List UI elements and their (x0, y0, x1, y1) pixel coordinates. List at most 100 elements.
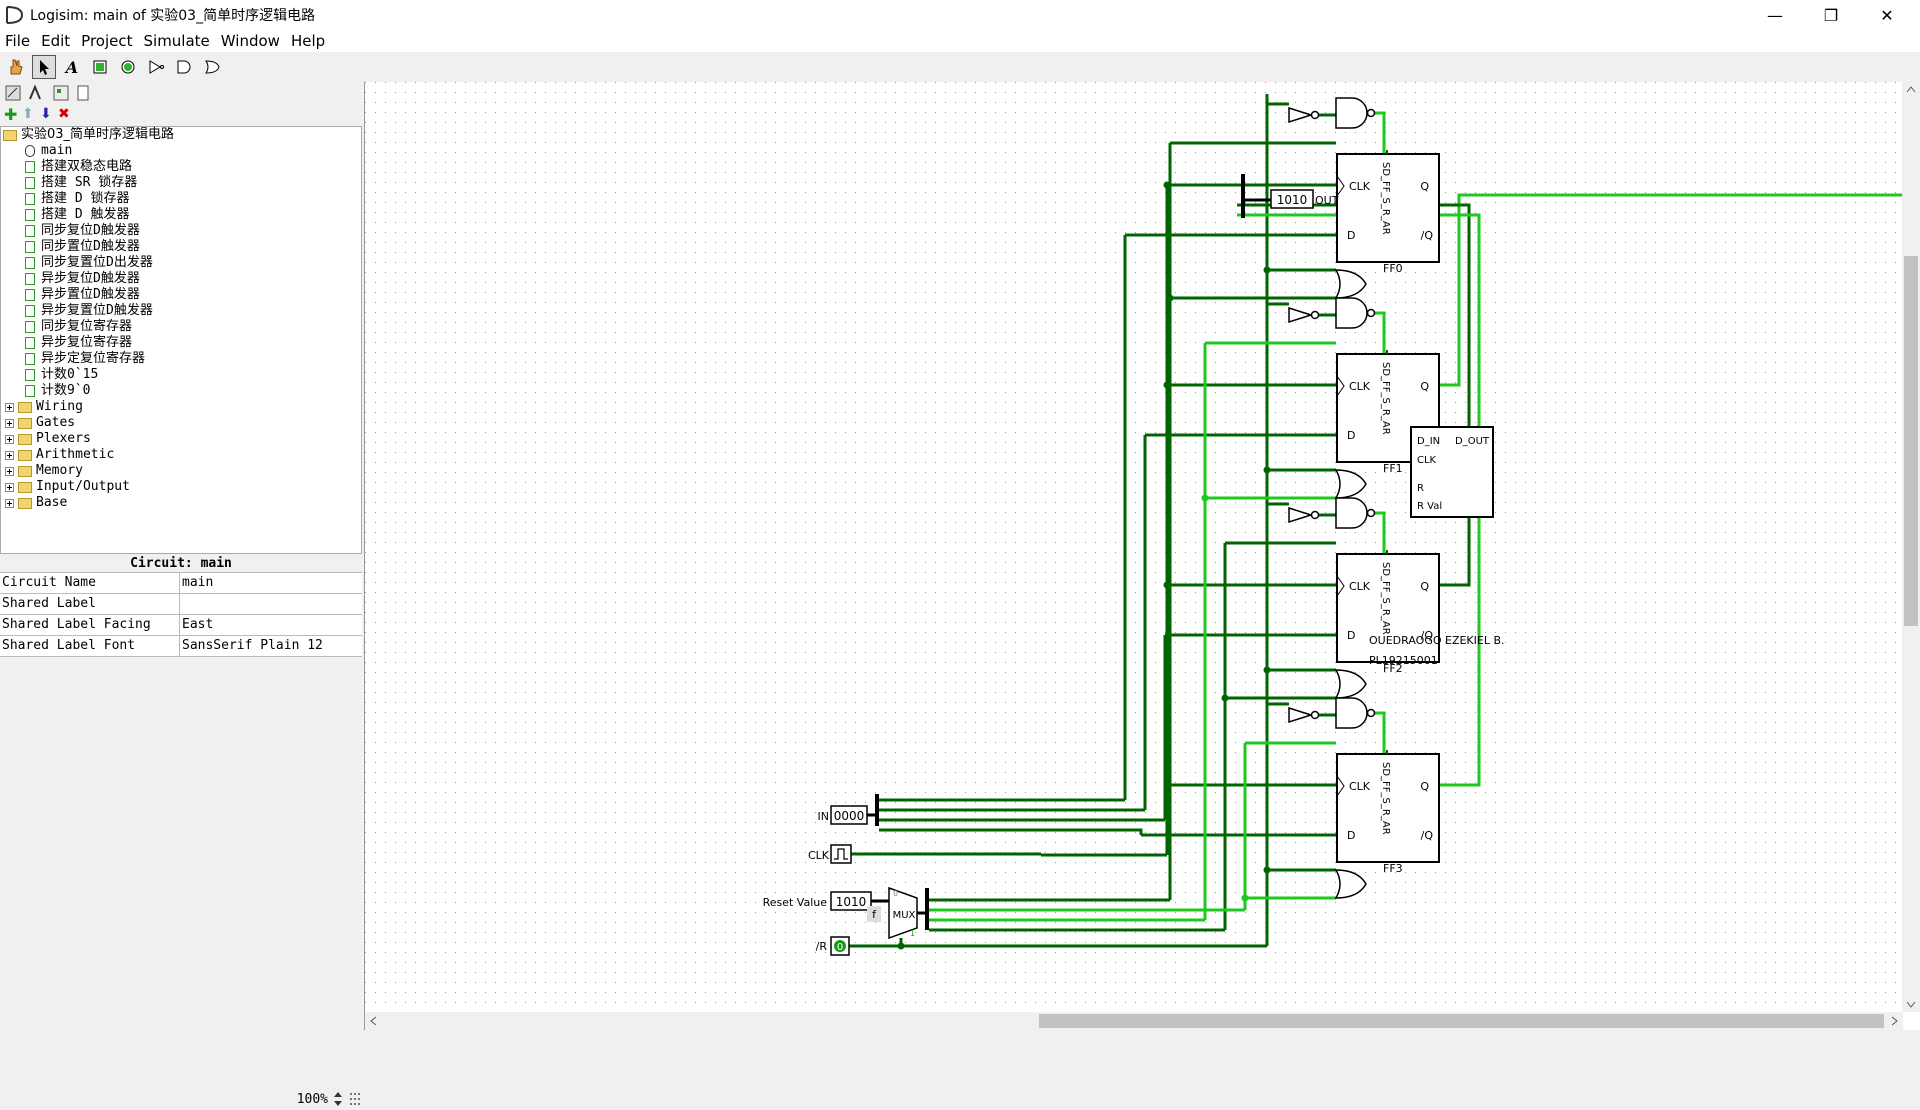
expand-icon[interactable] (5, 434, 14, 444)
vertical-scrollbar[interactable] (1902, 82, 1920, 1012)
circuit-item-label: 计数9`0 (41, 383, 91, 398)
components: CLKDQ/QSD_FF_S_R_ARFF0CLKDQ/QSD_FF_S_R_A… (763, 97, 1505, 956)
expand-icon[interactable] (5, 498, 14, 508)
clock-triangle (1336, 575, 1345, 597)
circuit-item[interactable]: 搭建 SR 锁存器 (25, 175, 137, 191)
circuit-item[interactable]: 异步复位D触发器 (25, 271, 140, 287)
circuit-item[interactable]: main (25, 143, 72, 159)
wire-junction (1221, 694, 1229, 702)
library-item[interactable]: Base (5, 495, 67, 511)
library-item[interactable]: Wiring (5, 399, 83, 415)
horizontal-scrollbar[interactable] (365, 1012, 1903, 1030)
not-gate-bubble (1310, 110, 1320, 120)
poke-tool-button[interactable] (4, 55, 28, 79)
menu-help[interactable]: Help (290, 32, 326, 50)
vertical-scroll-thumb[interactable] (1904, 256, 1918, 626)
output-pin-button[interactable] (116, 55, 140, 79)
circuit-item[interactable]: 异步定复位寄存器 (25, 351, 145, 367)
library-item[interactable]: Gates (5, 415, 75, 431)
and-gate-button[interactable] (172, 55, 196, 79)
clock-triangle (1336, 175, 1345, 197)
input-pin-button[interactable] (88, 55, 112, 79)
clock-triangle (1336, 775, 1345, 797)
menu-simulate[interactable]: Simulate (143, 32, 210, 50)
circuit-item[interactable]: 同步复置位D出发器 (25, 255, 153, 271)
scroll-left-icon[interactable] (368, 1015, 378, 1027)
subcircuit-din-label: D_IN (1417, 436, 1440, 447)
grid-toggle-icon[interactable] (348, 1090, 362, 1108)
folder-icon (3, 129, 17, 141)
circuit-item[interactable]: 计数0`15 (25, 367, 98, 383)
move-down-icon[interactable]: ⬇ (40, 106, 52, 122)
circuit-item[interactable]: 异步复位寄存器 (25, 335, 132, 351)
move-up-icon[interactable]: ⬆ (22, 106, 34, 122)
expand-icon[interactable] (5, 466, 14, 476)
circuit-item[interactable]: 同步复位D触发器 (25, 223, 140, 239)
scroll-down-icon[interactable] (1905, 1000, 1917, 1010)
attribute-value[interactable] (180, 594, 182, 614)
library-item[interactable]: Memory (5, 463, 83, 479)
circuit-item[interactable]: 搭建 D 触发器 (25, 207, 129, 223)
circuit-item[interactable]: 搭建 D 锁存器 (25, 191, 129, 207)
expand-icon[interactable] (5, 450, 14, 460)
circuit-canvas[interactable]: CLKDQ/QSD_FF_S_R_ARFF0CLKDQ/QSD_FF_S_R_A… (364, 82, 1920, 1030)
simulation-tree-icon[interactable] (26, 84, 44, 102)
project-root[interactable]: 实验03_简单时序逻辑电路 (3, 127, 174, 143)
not-gate-button[interactable] (144, 55, 168, 79)
attribute-value[interactable]: SansSerif Plain 12 (182, 638, 323, 653)
or-gate-button[interactable] (200, 55, 224, 79)
author-name-note: OUEDRAOGO EZEKIEL B. (1369, 634, 1505, 647)
circuit-item[interactable]: 同步置位D触发器 (25, 239, 140, 255)
circuit-icon (25, 257, 35, 269)
or-gate (1334, 869, 1367, 899)
ff-nq-label: /Q (1421, 229, 1434, 242)
circuit-item[interactable]: 异步置位D触发器 (25, 287, 140, 303)
circuit-item[interactable]: 搭建双稳态电路 (25, 159, 132, 175)
menu-file[interactable]: File (5, 32, 31, 50)
attribute-value[interactable]: East (182, 617, 214, 632)
maximize-button[interactable]: ❐ (1823, 5, 1839, 25)
menu-window[interactable]: Window (220, 32, 280, 50)
zoom-spinner-icon[interactable] (332, 1090, 344, 1108)
horizontal-scroll-thumb[interactable] (1039, 1014, 1884, 1028)
library-item[interactable]: Plexers (5, 431, 91, 447)
not-gate-icon (149, 60, 164, 74)
menu-edit[interactable]: Edit (41, 32, 71, 50)
folder-icon (18, 433, 32, 445)
minimize-button[interactable]: — (1767, 5, 1783, 25)
attribute-row[interactable]: Shared Label (0, 594, 362, 615)
circuit-item[interactable]: 异步复置位D触发器 (25, 303, 153, 319)
wire-junction (897, 942, 905, 950)
wire (1375, 511, 1386, 554)
expand-icon[interactable] (5, 482, 14, 492)
library-item[interactable]: Input/Output (5, 479, 130, 495)
zoom-value[interactable]: 100% (296, 1091, 328, 1107)
close-button[interactable]: ✕ (1880, 5, 1894, 25)
explorer-view-icon[interactable] (4, 84, 22, 102)
remove-circuit-icon[interactable]: ✖ (58, 106, 70, 122)
scroll-right-icon[interactable] (1890, 1015, 1900, 1027)
attribute-value[interactable]: main (182, 575, 214, 590)
expand-icon[interactable] (5, 402, 14, 412)
library-item[interactable]: Arithmetic (5, 447, 114, 463)
circuit-icon (25, 337, 35, 349)
scroll-up-icon[interactable] (1905, 84, 1917, 94)
layout-edit-icon[interactable] (52, 84, 70, 102)
circuit-drawing[interactable]: CLKDQ/QSD_FF_S_R_ARFF0CLKDQ/QSD_FF_S_R_A… (365, 82, 1920, 1012)
grid-background (365, 82, 1903, 1012)
clock-triangle (1336, 375, 1345, 397)
expand-icon[interactable] (5, 418, 14, 428)
add-circuit-icon[interactable]: ✚ (4, 104, 18, 124)
select-tool-button[interactable] (32, 55, 56, 79)
ff-d-label: D (1347, 229, 1355, 242)
circuit-item[interactable]: 同步复位寄存器 (25, 319, 132, 335)
text-tool-button[interactable]: A (60, 55, 84, 79)
circuit-icon (25, 321, 35, 333)
appearance-edit-icon[interactable] (74, 84, 92, 102)
menu-project[interactable]: Project (81, 32, 133, 50)
circuit-item-label: 异步复置位D触发器 (41, 303, 153, 318)
circuit-item[interactable]: 计数9`0 (25, 383, 90, 399)
